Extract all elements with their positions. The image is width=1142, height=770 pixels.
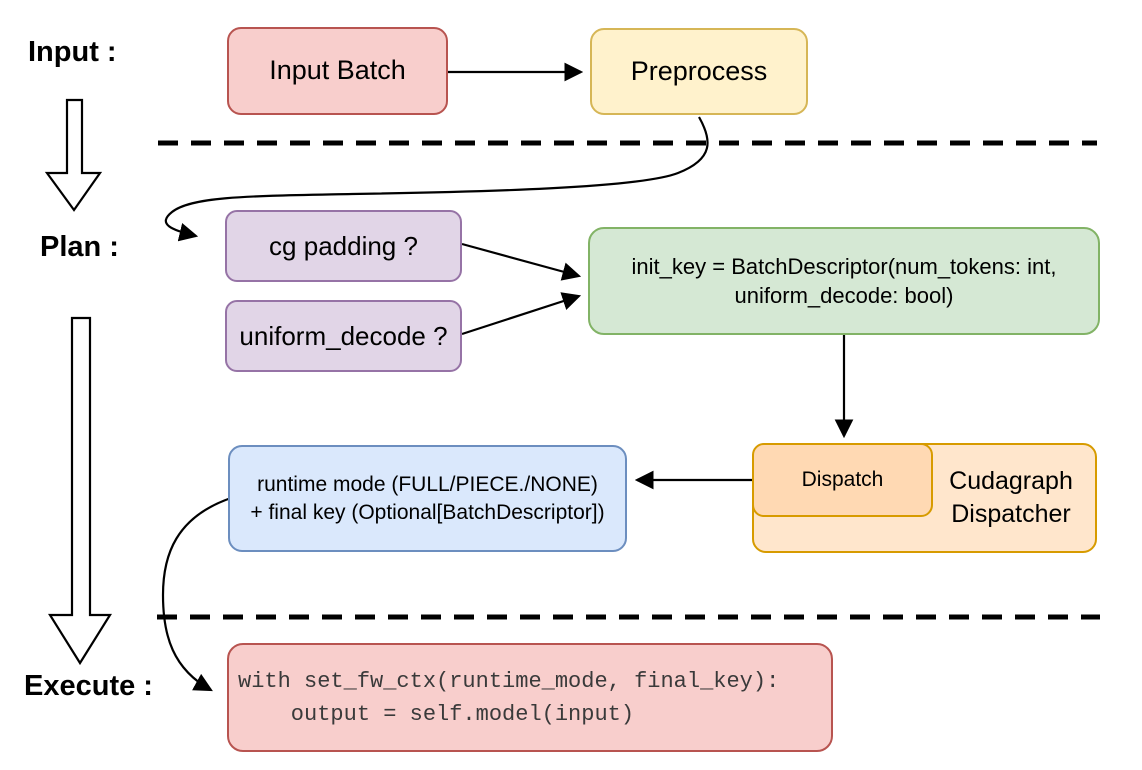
section-label-input: Input : [28, 36, 117, 68]
execute-code-text: with set_fw_ctx(runtime_mode, final_key)… [238, 665, 779, 731]
node-init-key: init_key = BatchDescriptor(num_tokens: i… [588, 227, 1100, 335]
curve-preprocess-to-cgpadding [164, 116, 709, 242]
node-runtime-mode: runtime mode (FULL/PIECE./NONE) + final … [228, 445, 627, 552]
cudagraph-dispatcher-label: Cudagraph Dispatcher [949, 467, 1073, 528]
node-execute-code: with set_fw_ctx(runtime_mode, final_key)… [227, 643, 833, 752]
runtime-mode-line1: runtime mode (FULL/PIECE./NONE) [257, 472, 598, 496]
arrow-cgpadding-to-initkey [461, 242, 582, 281]
init-key-text: init_key = BatchDescriptor(num_tokens: i… [632, 252, 1057, 310]
runtime-mode-text: runtime mode (FULL/PIECE./NONE) + final … [250, 471, 604, 526]
node-input-batch: Input Batch [227, 27, 448, 115]
arrow-uniformdecode-to-initkey [461, 292, 582, 336]
execute-code-line1: with set_fw_ctx(runtime_mode, final_key)… [238, 668, 780, 694]
node-cg-padding: cg padding ? [225, 210, 462, 282]
init-key-line1: init_key = BatchDescriptor(num_tokens: i… [631, 253, 1057, 279]
node-uniform-decode: uniform_decode ? [225, 300, 462, 372]
node-dispatch: Dispatch [752, 443, 933, 517]
init-key-line2: uniform_decode: bool) [734, 283, 954, 308]
curve-runtimemode-to-executecode [161, 496, 232, 692]
plan-section-arrow-icon [48, 316, 112, 666]
input-section-arrow-icon [44, 98, 103, 212]
node-preprocess: Preprocess [590, 28, 808, 115]
section-label-plan: Plan : [40, 231, 119, 263]
execute-code-line2: output = self.model(input) [238, 701, 635, 727]
section-label-execute: Execute : [24, 670, 153, 702]
runtime-mode-line2: + final key (Optional[BatchDescriptor]) [250, 500, 605, 524]
